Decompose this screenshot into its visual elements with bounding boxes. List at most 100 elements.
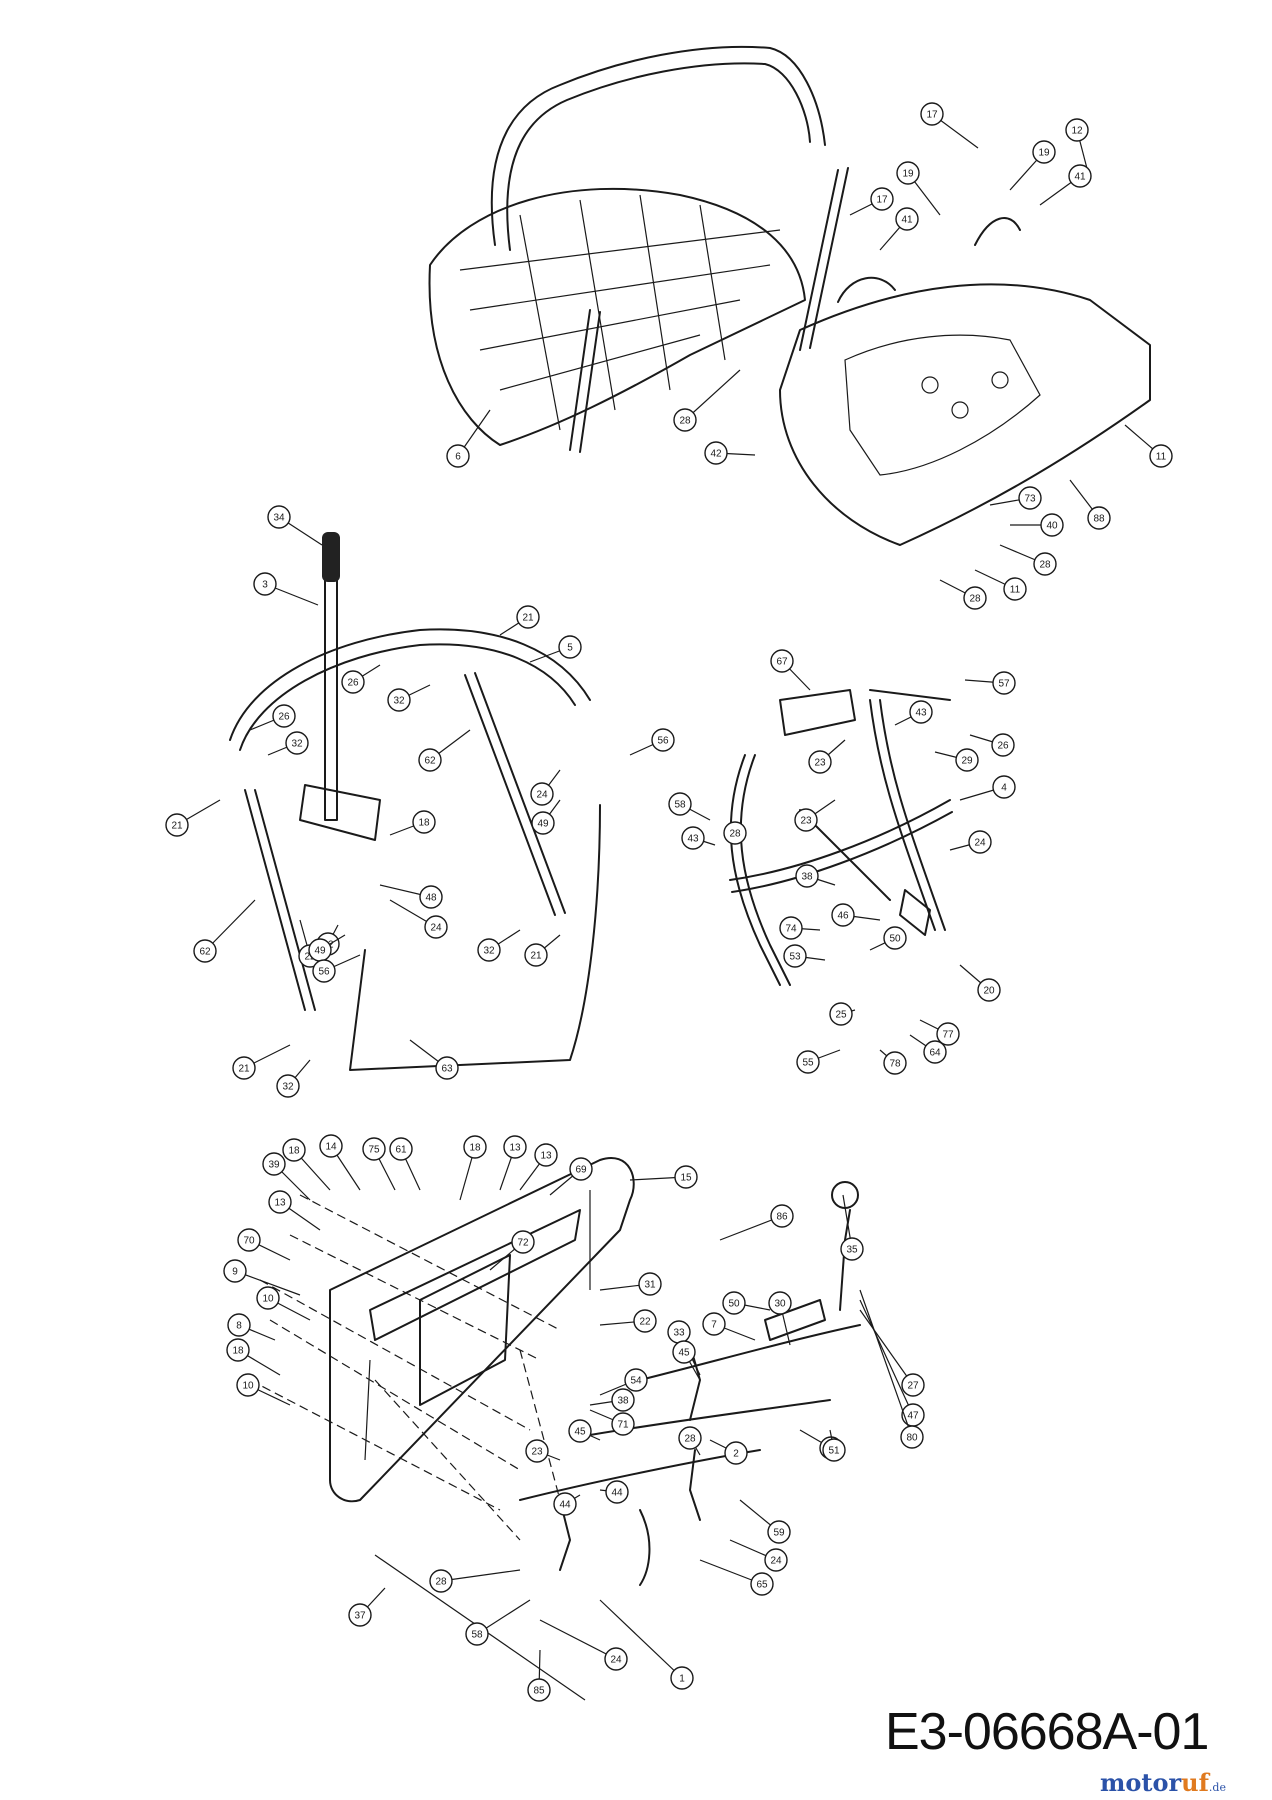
- callout-label: 64: [929, 1048, 941, 1059]
- callout-label: 19: [1038, 148, 1050, 159]
- callout-65: 65: [699, 1559, 774, 1596]
- callout-label: 28: [684, 1434, 696, 1445]
- callout-circle: [232, 1056, 256, 1080]
- callout-25: 25: [829, 1002, 856, 1026]
- callout-label: 54: [630, 1376, 642, 1387]
- callout-67: 67: [770, 649, 811, 691]
- callout-28: 28: [429, 1569, 521, 1593]
- callout-72: 72: [489, 1230, 535, 1271]
- callout-label: 38: [617, 1396, 629, 1407]
- callout-label: 69: [575, 1165, 587, 1176]
- callout-circle: [569, 1157, 593, 1181]
- callout-circle: [795, 864, 819, 888]
- callout-10: 10: [256, 1286, 311, 1321]
- callout-circle: [722, 1291, 746, 1315]
- callout-circle: [678, 1426, 702, 1450]
- callout-label: 21: [171, 821, 183, 832]
- callout-circle: [503, 1135, 527, 1159]
- callout-label: 25: [835, 1010, 847, 1021]
- callout-circle: [724, 1441, 748, 1465]
- callout-circle: [702, 1312, 726, 1336]
- callout-label: 85: [533, 1686, 545, 1697]
- callout-circle: [558, 635, 582, 659]
- callout-28: 28: [939, 579, 987, 610]
- callout-label: 43: [687, 834, 699, 845]
- callout-58: 58: [465, 1599, 531, 1646]
- callout-circle: [936, 1022, 960, 1046]
- callout-label: 14: [325, 1142, 337, 1153]
- callout-label: 28: [1039, 560, 1051, 571]
- callout-circle: [831, 903, 855, 927]
- callout-circle: [524, 943, 548, 967]
- callout-label: 24: [430, 923, 442, 934]
- callout-41: 41: [1039, 164, 1092, 206]
- callout-40: 40: [1010, 513, 1064, 537]
- callout-label: 39: [268, 1160, 280, 1171]
- callout-circle: [923, 1040, 947, 1064]
- callout-34: 34: [267, 505, 323, 546]
- callout-17: 17: [849, 187, 894, 216]
- callout-label: 32: [291, 739, 303, 750]
- callout-circle: [1149, 444, 1173, 468]
- callout-label: 17: [926, 110, 938, 121]
- callout-64: 64: [909, 1034, 947, 1064]
- callout-2: 2: [709, 1439, 748, 1465]
- callout-53: 53: [783, 944, 826, 968]
- callout-circle: [525, 1439, 549, 1463]
- callout-label: 47: [907, 1411, 919, 1422]
- callout-circle: [267, 505, 291, 529]
- callout-leader: [859, 1289, 913, 1438]
- callout-38: 38: [589, 1388, 635, 1412]
- callout-18: 18: [226, 1338, 281, 1376]
- callout-12: 12: [1065, 118, 1091, 181]
- callout-26: 26: [249, 704, 296, 731]
- callout-label: 24: [536, 790, 548, 801]
- callout-24: 24: [389, 899, 448, 939]
- callout-23: 23: [794, 799, 836, 832]
- callout-label: 2: [733, 1449, 739, 1460]
- callout-label: 23: [800, 816, 812, 827]
- callout-28: 28: [678, 1426, 702, 1456]
- callout-21: 21: [165, 799, 221, 837]
- callout-28: 28: [999, 544, 1057, 576]
- callout-circle: [808, 750, 832, 774]
- callout-label: 45: [574, 1427, 586, 1438]
- pedal-assembly: [249, 1157, 861, 1701]
- callout-43: 43: [681, 826, 716, 850]
- callout-circle: [968, 830, 992, 854]
- callout-label: 32: [282, 1082, 294, 1093]
- callout-label: 8: [236, 1321, 242, 1332]
- callout-48: 48: [379, 884, 443, 909]
- callout-label: 75: [368, 1145, 380, 1156]
- callout-56: 56: [312, 954, 361, 983]
- callout-15: 15: [629, 1165, 698, 1189]
- callout-circle: [840, 1237, 864, 1261]
- callout-circle: [253, 572, 277, 596]
- callout-circle: [901, 1373, 925, 1397]
- callout-label: 43: [915, 708, 927, 719]
- callout-6: 6: [446, 409, 491, 468]
- callout-circle: [276, 1074, 300, 1098]
- callout-label: 61: [395, 1145, 407, 1156]
- callout-label: 1: [679, 1674, 685, 1685]
- callout-44: 44: [599, 1480, 629, 1504]
- watermark-logo: motoruf.de: [1100, 1768, 1226, 1797]
- callout-label: 22: [639, 1317, 651, 1328]
- callout-label: 4: [1001, 783, 1007, 794]
- callout-leader: [599, 1599, 683, 1679]
- callout-54: 54: [599, 1368, 648, 1396]
- callout-73: 73: [989, 486, 1042, 510]
- callout-50: 50: [722, 1291, 771, 1315]
- callout-label: 37: [354, 1611, 366, 1622]
- callout-label: 63: [441, 1064, 453, 1075]
- callout-label: 42: [710, 449, 722, 460]
- callout-label: 49: [314, 946, 326, 957]
- callout-circle: [268, 1190, 292, 1214]
- callout-42: 42: [704, 441, 756, 465]
- callout-circle: [419, 885, 443, 909]
- callout-1: 1: [599, 1599, 694, 1690]
- callout-label: 6: [455, 452, 461, 463]
- callout-49: 49: [531, 799, 561, 835]
- callout-circle: [604, 1647, 628, 1671]
